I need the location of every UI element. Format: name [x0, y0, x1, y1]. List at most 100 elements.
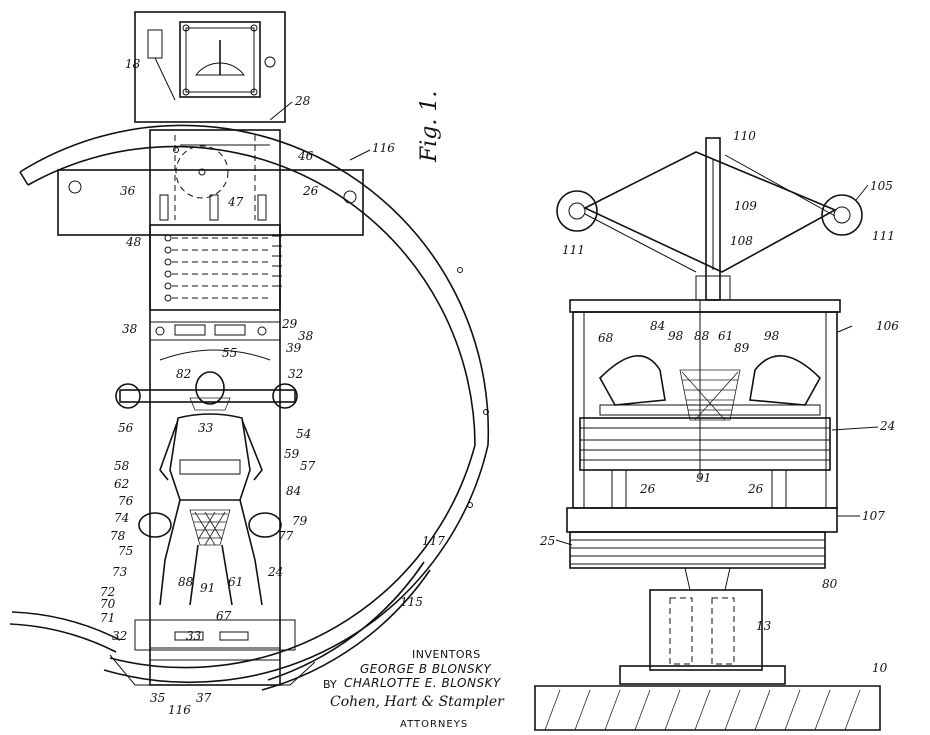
inventor-name-2: CHARLOTTE E. BLONSKY [344, 676, 501, 690]
platform-frame [149, 129, 281, 686]
leg-support [771, 469, 787, 509]
ref-label: 35 [150, 691, 165, 705]
shoulder-bar [119, 389, 296, 403]
ref-label: 48 [125, 235, 142, 249]
gauge-face [185, 27, 255, 93]
ref-label: 56 [118, 421, 134, 435]
patient-leg-right-side [749, 355, 821, 406]
track-lower-right-arc-2 [267, 561, 425, 681]
ground-hatch [544, 689, 861, 731]
ref-label: 47 [227, 195, 244, 209]
ref-label: 37 [196, 691, 212, 705]
post [159, 194, 169, 221]
ref-label: 105 [870, 179, 893, 193]
ref-label: 77 [278, 529, 294, 543]
pad [174, 631, 204, 641]
ref-label: 88 [694, 329, 710, 343]
circular-track-inner [19, 124, 490, 684]
ref-label: 32 [112, 629, 127, 643]
ground-slab [534, 685, 881, 731]
ref-label: 39 [286, 341, 302, 355]
ref-label: 98 [668, 329, 684, 343]
post [209, 194, 219, 221]
table-slab [599, 404, 821, 416]
svg-text:Fig. 1.: Fig. 1. [417, 91, 442, 163]
ref-label: 13 [756, 619, 772, 633]
track-bolt [173, 147, 179, 153]
control-panel [149, 224, 281, 311]
pedestal-recess [711, 597, 735, 665]
patient-arm-right [241, 419, 263, 481]
pedestal-recess [669, 597, 693, 665]
switch-handle [147, 29, 163, 59]
shoulder-roller-right [272, 383, 298, 409]
hatched-pad [189, 509, 231, 546]
ref-label: 36 [120, 184, 136, 198]
ref-label: 106 [876, 319, 899, 333]
ref-label: 10 [872, 661, 888, 675]
head-strap [189, 397, 231, 411]
pad [174, 324, 206, 336]
track-bolt [467, 502, 473, 508]
ref-label: 115 [400, 595, 423, 609]
ref-label: 116 [372, 141, 395, 155]
plate-bolt [68, 180, 82, 194]
base-block [566, 507, 838, 533]
ref-label: 38 [122, 322, 138, 336]
patient-head [195, 371, 225, 405]
base-skirt [109, 654, 316, 686]
ref-label: 84 [286, 484, 301, 498]
ref-label: 76 [118, 494, 134, 508]
ref-label: 91 [696, 471, 711, 485]
flyweight-right [821, 194, 863, 236]
flyweight-left [556, 190, 598, 232]
motor-shaft [198, 168, 206, 176]
leg-support [611, 469, 627, 509]
track-lower-arc-1 [11, 611, 121, 641]
plate-bolt [343, 190, 357, 204]
ref-label: 91 [200, 581, 215, 595]
ref-label: 28 [294, 94, 311, 108]
ref-label: 68 [598, 331, 614, 345]
ref-label: 89 [734, 341, 750, 355]
attorney-signature: Cohen, Hart & Stampler [330, 694, 504, 710]
ref-label: 111 [872, 229, 895, 243]
bolt [264, 56, 276, 68]
pad [214, 324, 246, 336]
side-hatch [681, 371, 739, 421]
flyweight-right-hub [833, 206, 851, 224]
ref-label: 73 [112, 565, 128, 579]
ref-label: 74 [114, 511, 129, 525]
by-label: BY [323, 678, 337, 691]
ref-label: 111 [562, 243, 585, 257]
pedestal [649, 589, 763, 671]
spring-coupling [684, 567, 731, 591]
bolt [155, 326, 165, 336]
ref-label: 58 [114, 459, 130, 473]
ref-label: 59 [284, 447, 300, 461]
knee-support-right [248, 512, 282, 538]
turntable-stack [579, 417, 831, 471]
ref-label: 71 [100, 611, 115, 625]
ref-label: 24 [879, 419, 895, 433]
governor-linkage [583, 151, 837, 273]
head-bar [149, 321, 281, 341]
pedestal-foot [619, 665, 786, 685]
ref-label: 108 [730, 234, 753, 248]
figure-label: Fig. 1. [417, 91, 442, 163]
ref-label: 79 [292, 514, 308, 528]
belt [179, 459, 241, 475]
bolt [182, 24, 190, 32]
ref-label: 109 [734, 199, 757, 213]
bolt [257, 326, 267, 336]
ref-label: 84 [650, 319, 665, 333]
right-reference-numerals: 110 105 109 108 111 111 106 68 84 98 88 … [539, 129, 899, 675]
post [257, 194, 267, 221]
pad [219, 631, 249, 641]
ref-label: 38 [298, 329, 314, 343]
ref-label: 54 [296, 427, 311, 441]
strap [159, 349, 271, 361]
ref-label: 57 [300, 459, 316, 473]
foot-plate [149, 647, 281, 661]
